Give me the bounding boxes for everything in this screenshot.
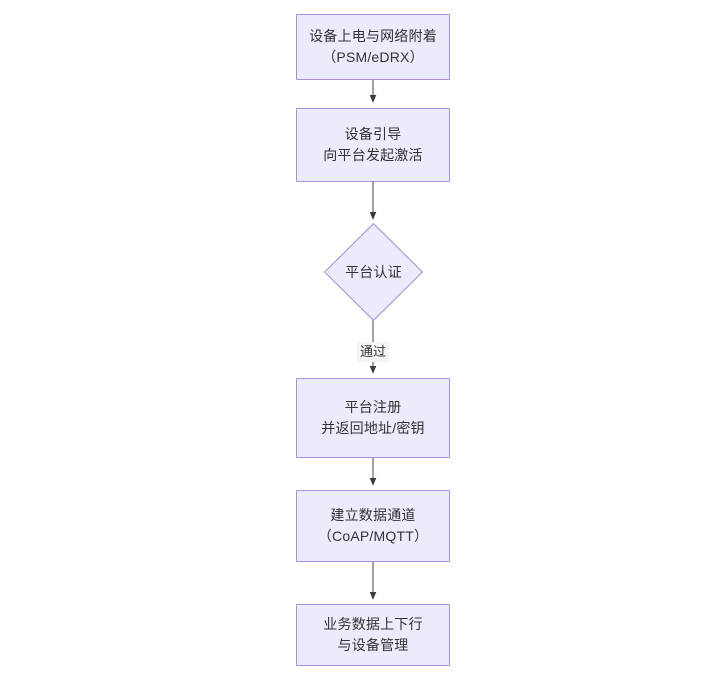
node-business-data-and-device-management[interactable]: 业务数据上下行 与设备管理 <box>296 604 450 666</box>
node-device-bootstrap[interactable]: 设备引导 向平台发起激活 <box>296 108 450 182</box>
node-label-line1: 设备引导 <box>344 126 402 142</box>
node-label-line1: 设备上电与网络附着 <box>309 28 437 44</box>
node-label-line1: 平台认证 <box>345 263 402 280</box>
diamond-shape <box>324 223 423 321</box>
node-label-line2: 并返回地址/密钥 <box>321 420 425 436</box>
node-label-line1: 业务数据上下行 <box>323 616 423 632</box>
node-label-line2: 与设备管理 <box>337 637 409 653</box>
node-label-line2: 向平台发起激活 <box>323 147 423 163</box>
node-device-power-on[interactable]: 设备上电与网络附着 （PSM/eDRX） <box>296 14 450 80</box>
node-establish-data-channel[interactable]: 建立数据通道 （CoAP/MQTT） <box>296 490 450 562</box>
node-label-line2: （PSM/eDRX） <box>322 49 424 65</box>
node-label-line2: （CoAP/MQTT） <box>317 528 429 544</box>
node-label-line1: 平台注册 <box>344 399 402 415</box>
node-platform-auth-decision[interactable]: 平台认证 <box>324 223 423 321</box>
node-platform-register[interactable]: 平台注册 并返回地址/密钥 <box>296 378 450 458</box>
node-label-line1: 建立数据通道 <box>330 507 416 523</box>
edge-label-pass: 通过 <box>356 342 390 362</box>
